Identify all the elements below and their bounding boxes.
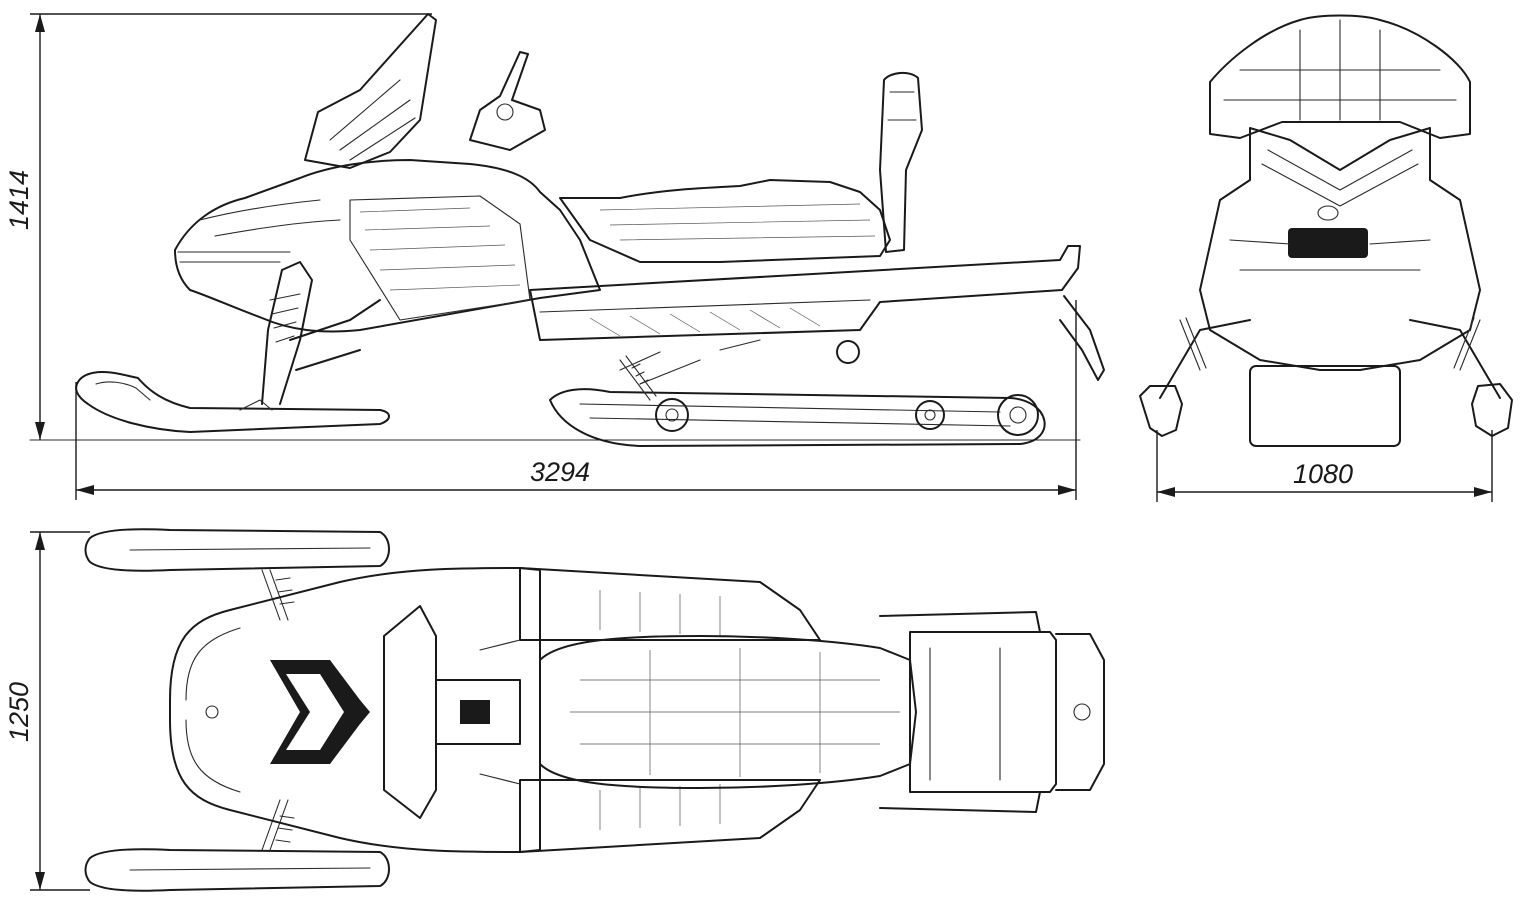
track-width-label: 1250	[4, 682, 34, 742]
seat-stitching	[599, 203, 876, 241]
bogie-wheel-2	[915, 400, 945, 430]
width-label: 1080	[1293, 459, 1353, 489]
height-dimension: 1414	[4, 13, 432, 440]
height-label: 1414	[4, 170, 34, 230]
top-right-shock	[261, 799, 295, 851]
backrest	[879, 72, 923, 253]
side-panel-hatch	[359, 207, 521, 291]
track-width-dimension: 1250	[4, 531, 90, 891]
headlight-grille	[1288, 228, 1368, 258]
tunnel	[529, 245, 1081, 341]
rear-shock	[619, 355, 657, 401]
windshield-lines	[329, 79, 416, 161]
rear-suspension-arms	[619, 339, 761, 385]
rack-rails	[929, 647, 1001, 781]
front-bumper	[177, 251, 291, 263]
tunnel-line	[539, 299, 871, 313]
front-view: 1080	[1139, 14, 1513, 502]
ski-tip-detail	[95, 381, 151, 401]
front-spindle	[261, 261, 313, 405]
top-left-ski	[84, 528, 390, 572]
front-shocks	[1179, 317, 1481, 371]
tunnel-top-edges	[879, 611, 1041, 813]
ski-mount	[239, 399, 273, 411]
rear-cargo-rack	[909, 631, 1057, 793]
front-hood	[1199, 127, 1481, 371]
handlebar-grip	[496, 103, 514, 121]
hood-vent-lines	[1261, 149, 1419, 207]
width-dimension: 1080	[1156, 430, 1493, 502]
handlebar	[469, 51, 546, 151]
side-view: 1414 3294	[4, 13, 1105, 500]
front-bumper-lines	[1229, 239, 1431, 271]
brand-logo	[1317, 205, 1339, 221]
right-running-board	[519, 779, 821, 853]
hood-lines	[199, 199, 341, 237]
bogie-wheel-1	[655, 398, 689, 432]
upper-idler-wheel	[836, 340, 860, 364]
rear-logo	[1073, 703, 1091, 721]
side-panel	[349, 195, 531, 321]
length-dimension: 3294	[75, 300, 1077, 500]
tunnel-vents	[589, 307, 821, 337]
track-front	[1249, 365, 1401, 447]
track	[549, 388, 1046, 447]
left-ski-front	[1139, 385, 1183, 437]
length-label: 3294	[530, 457, 590, 487]
front-a-arms	[1159, 319, 1501, 399]
top-right-ski	[84, 848, 390, 892]
running-board-grips	[599, 590, 721, 830]
front-windshield	[1209, 14, 1471, 139]
top-bumper	[185, 627, 241, 793]
front-shock-spring	[269, 293, 301, 343]
hood-body	[174, 159, 601, 333]
top-left-shock	[261, 569, 295, 621]
ski-keels	[129, 547, 371, 871]
rear-bumper	[1055, 633, 1105, 791]
top-view: 1250	[4, 528, 1105, 892]
track-rails	[579, 403, 1011, 427]
rear-idler-wheel	[997, 394, 1039, 436]
top-seat	[539, 635, 917, 789]
snow-flap	[1059, 295, 1105, 381]
backrest-detail	[887, 91, 917, 121]
seat-pattern	[570, 648, 900, 777]
right-ski-front	[1471, 383, 1513, 437]
left-running-board	[519, 567, 821, 641]
windshield	[304, 13, 437, 169]
a-arms	[289, 299, 381, 371]
gauge-panel	[460, 700, 490, 724]
top-logo	[205, 705, 219, 719]
windshield-grid	[1223, 19, 1457, 121]
seat	[559, 179, 891, 263]
front-ski	[75, 371, 390, 433]
top-handlebar	[479, 639, 521, 785]
bogie-wheels	[655, 340, 1039, 436]
top-windshield	[383, 605, 437, 819]
hood-vent-inner	[286, 674, 344, 750]
console	[435, 679, 521, 745]
